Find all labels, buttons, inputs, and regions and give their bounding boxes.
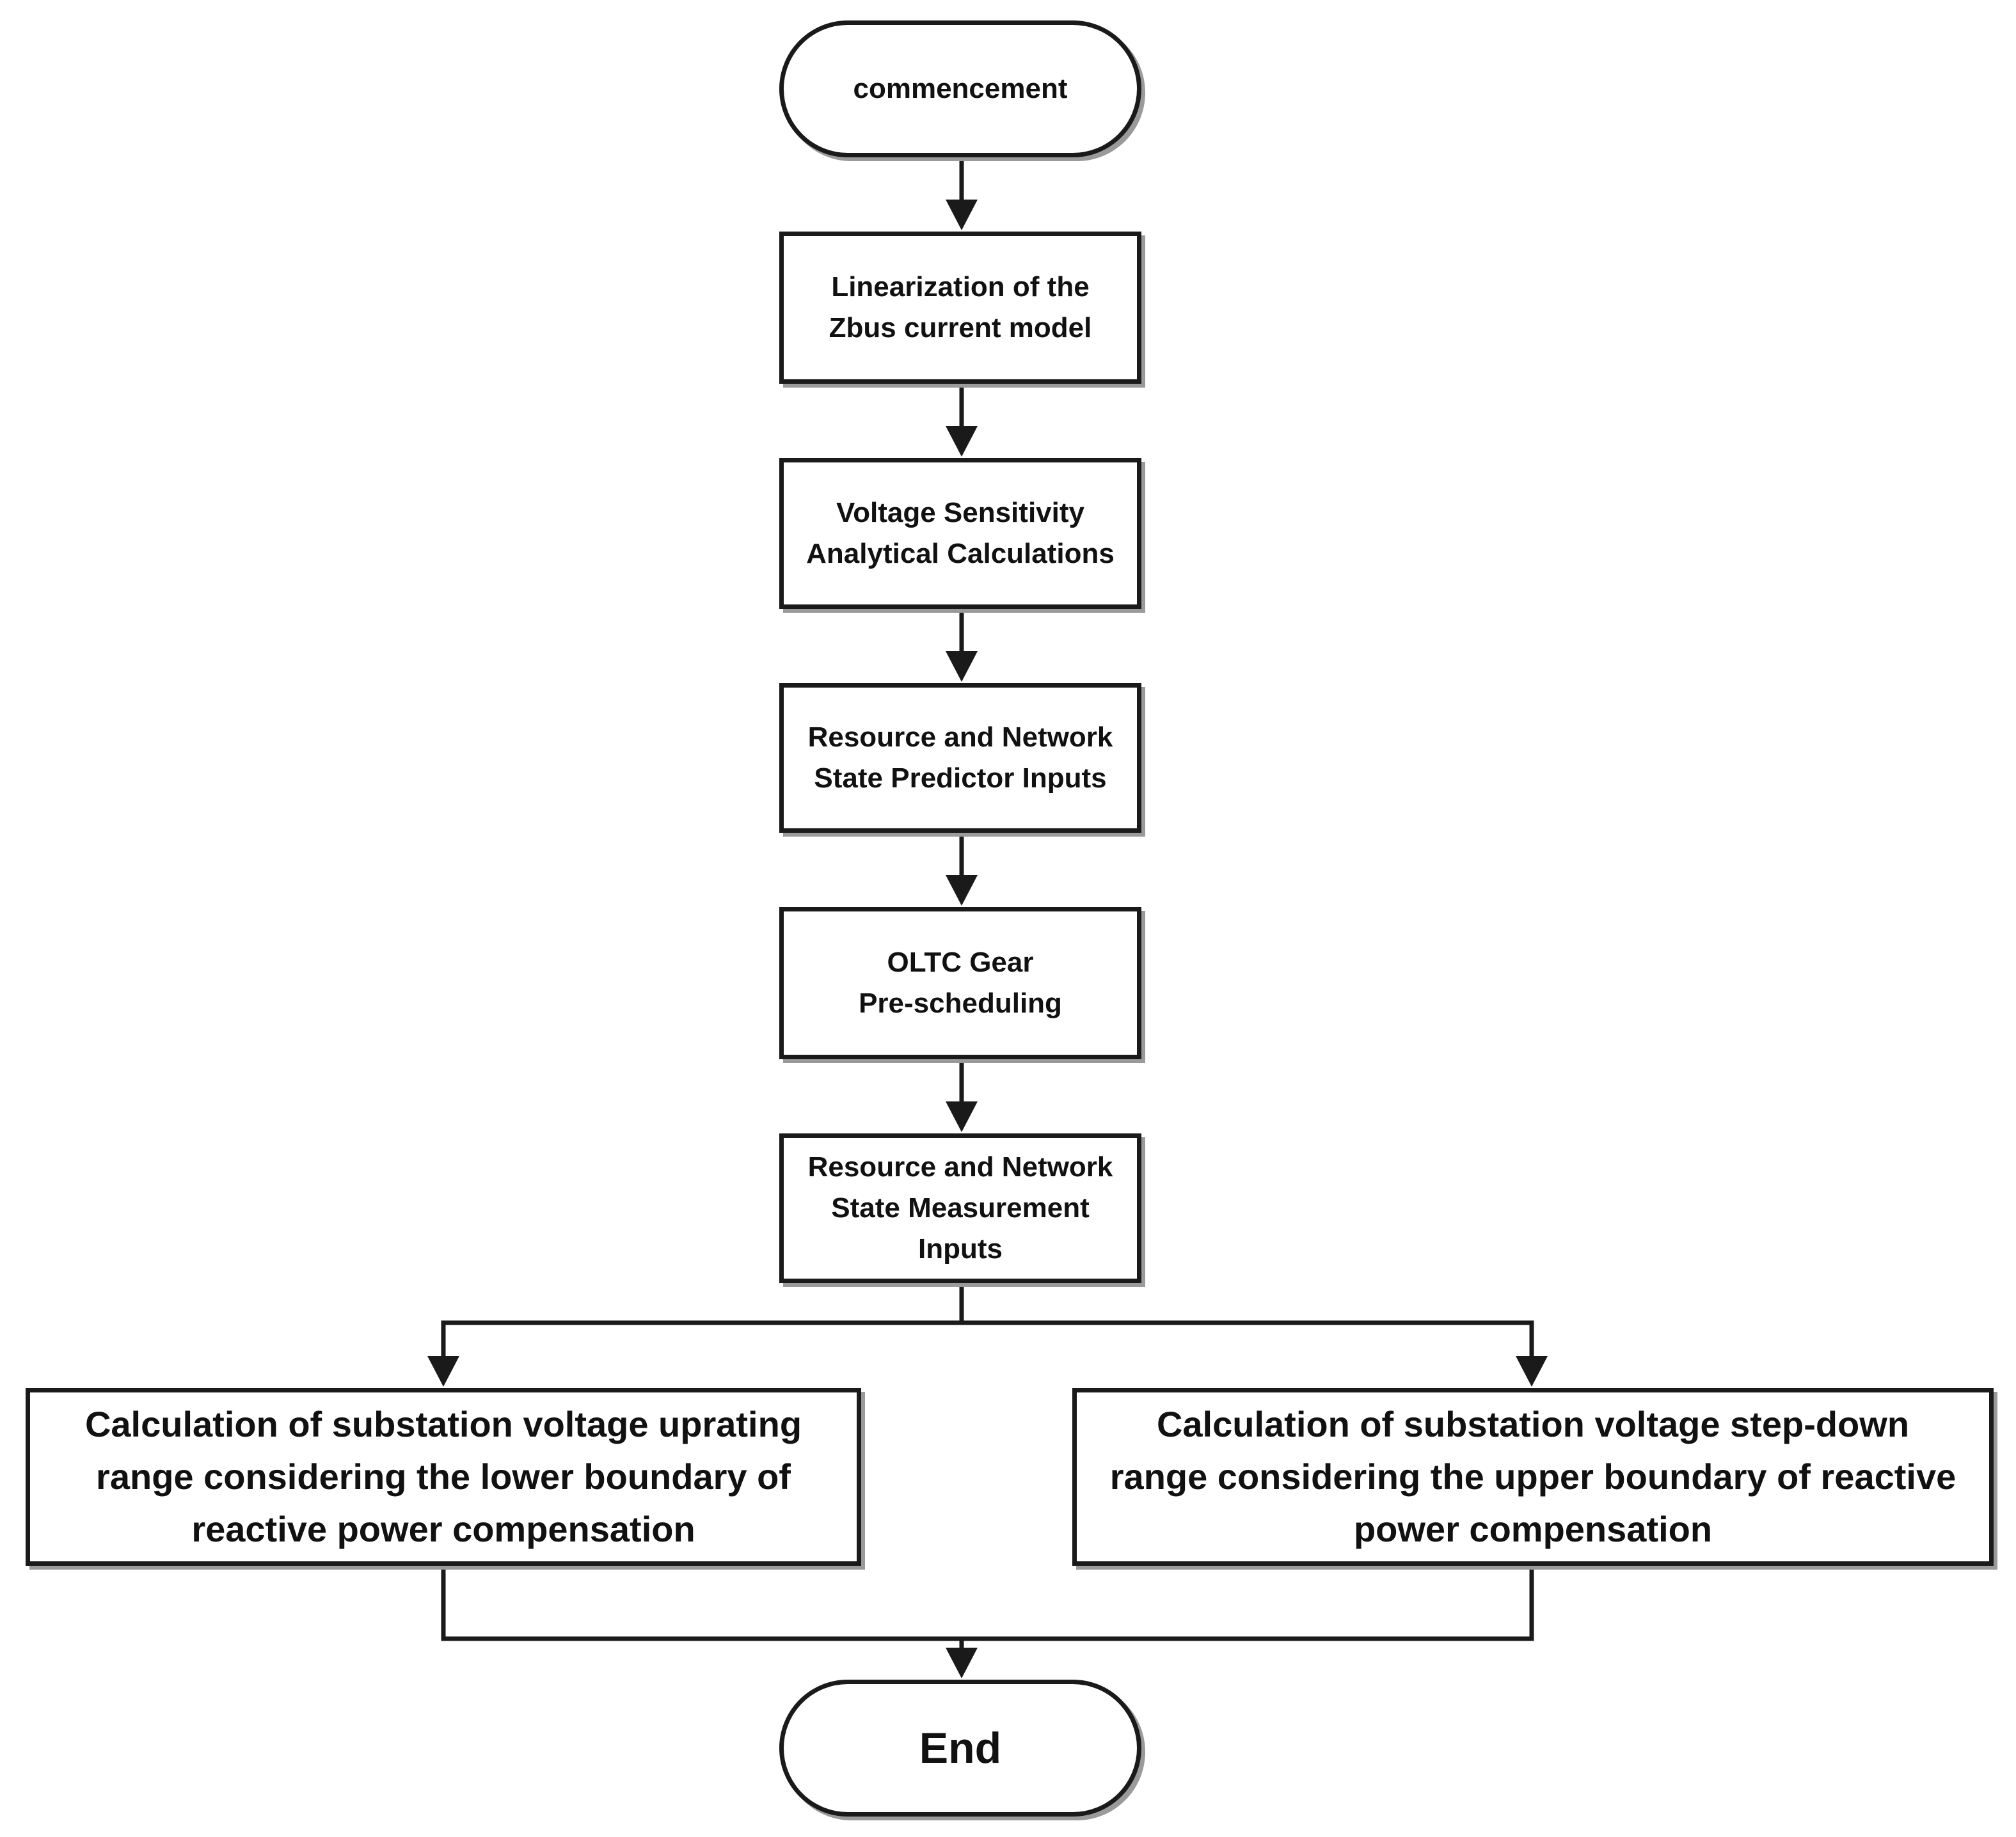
arrowhead-step3 [946, 651, 978, 682]
process-label-linearization: Linearization of the Zbus current model [829, 271, 1092, 343]
arrowhead-branch-left [427, 1356, 459, 1387]
process-label-step-down-range: Calculation of substation voltage step-d… [1109, 1404, 1956, 1549]
process-box-step-down-range: Calculation of substation voltage step-d… [1072, 1388, 1994, 1566]
arrowhead-step5 [946, 1101, 978, 1132]
process-label-predictor-inputs: Resource and Network State Predictor Inp… [807, 721, 1113, 794]
start-label: commencement [853, 73, 1068, 104]
start-terminal: commencement [779, 20, 1141, 157]
arrowhead-branch-right [1516, 1356, 1548, 1387]
arrowhead-step1 [946, 200, 978, 230]
arrowhead-end [946, 1648, 978, 1678]
arrowhead-step2 [946, 426, 978, 457]
process-label-measurement-inputs: Resource and Network State Measurement I… [807, 1151, 1113, 1265]
process-label-voltage-sensitivity: Voltage Sensitivity Analytical Calculati… [806, 497, 1115, 569]
process-box-measurement-inputs: Resource and Network State Measurement I… [779, 1133, 1141, 1283]
end-terminal: End [779, 1680, 1141, 1817]
process-box-voltage-sensitivity: Voltage Sensitivity Analytical Calculati… [779, 458, 1141, 609]
process-label-uprating-range: Calculation of substation voltage uprati… [84, 1404, 802, 1549]
process-box-linearization: Linearization of the Zbus current model [779, 232, 1141, 384]
process-box-predictor-inputs: Resource and Network State Predictor Inp… [779, 683, 1141, 833]
process-label-oltc-gear: OLTC Gear Pre-scheduling [859, 947, 1062, 1019]
arrowhead-step4 [946, 875, 978, 906]
process-box-uprating-range: Calculation of substation voltage uprati… [26, 1388, 861, 1566]
process-box-oltc-gear: OLTC Gear Pre-scheduling [779, 907, 1141, 1059]
end-label: End [919, 1724, 1002, 1772]
